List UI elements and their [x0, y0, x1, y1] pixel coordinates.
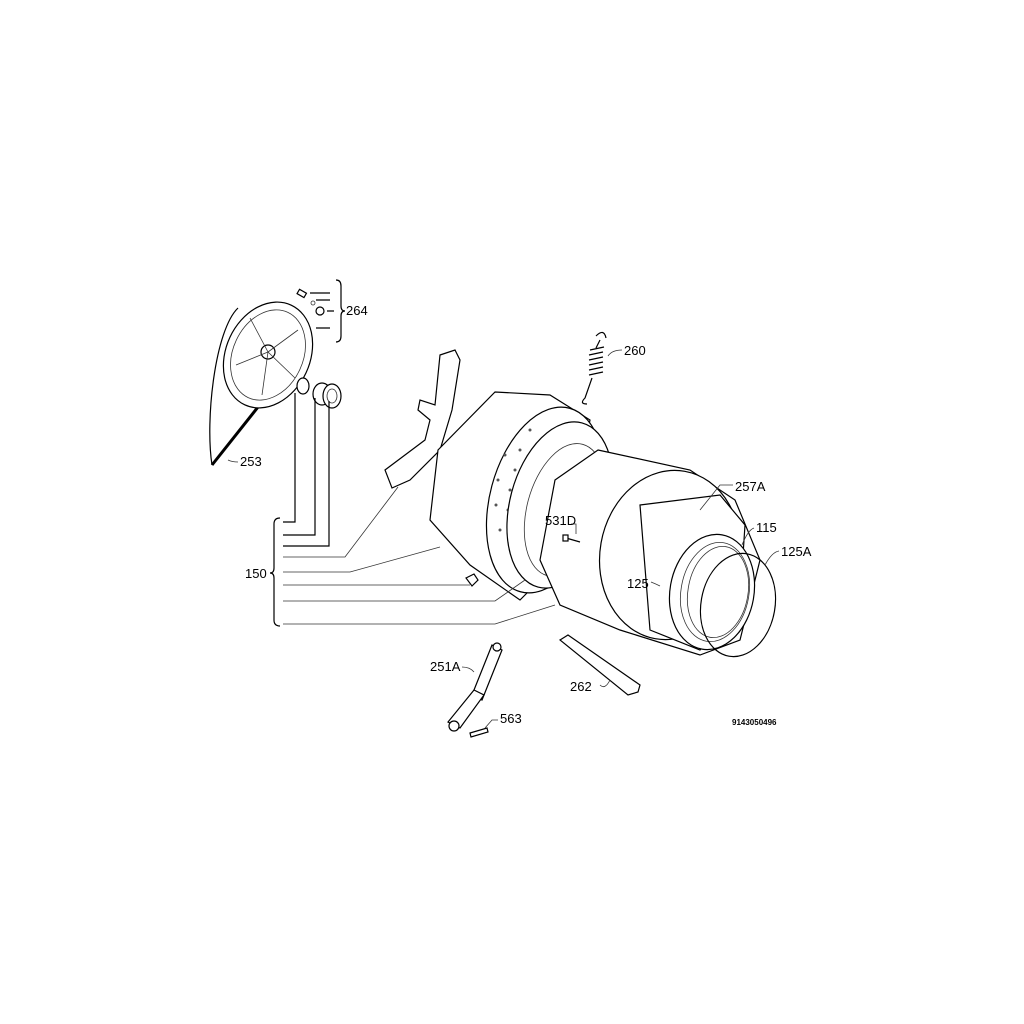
drum-pulley — [222, 301, 314, 409]
label-531d: 531D — [545, 513, 576, 528]
label-125a: 125A — [781, 544, 812, 559]
label-115: 115 — [756, 520, 777, 535]
tub-assembly-leaders — [269, 393, 556, 627]
label-253: 253 — [240, 454, 262, 469]
drawing-code: 9143050496 — [732, 718, 777, 727]
label-563: 563 — [500, 711, 522, 726]
pin-563 — [469, 719, 498, 738]
bearings — [296, 377, 342, 409]
suspension-spring — [581, 331, 623, 405]
shock-absorber — [447, 642, 503, 732]
label-260: 260 — [624, 343, 646, 358]
door-seal — [668, 533, 756, 651]
label-257a: 257A — [735, 479, 766, 494]
label-264: 264 — [346, 303, 368, 318]
label-150: 150 — [245, 566, 267, 581]
label-125: 125 — [627, 576, 649, 591]
label-262: 262 — [570, 679, 592, 694]
pulley-fixings — [296, 279, 346, 343]
drive-belt — [209, 307, 264, 466]
seal-clamp-ring — [699, 552, 777, 658]
label-251a: 251A — [430, 659, 461, 674]
screw-531d — [562, 523, 581, 543]
tub-bracket — [384, 349, 461, 489]
counterweight — [558, 634, 641, 696]
